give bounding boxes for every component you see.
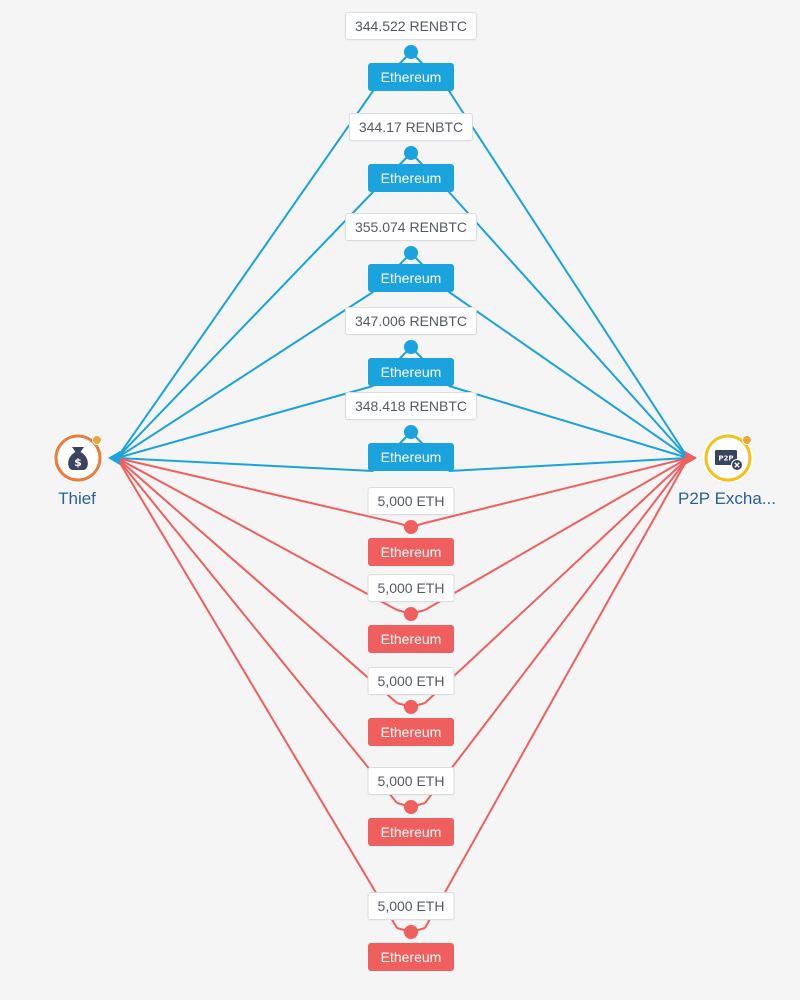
edge-in-9[interactable] — [116, 457, 398, 804]
edge-in-10[interactable] — [116, 457, 398, 929]
transfer-amount-label[interactable]: 5,000 ETH — [367, 767, 455, 795]
exchange-node[interactable]: P2P — [703, 433, 753, 483]
junction-dot-2[interactable] — [404, 146, 418, 160]
transfer-amount-label[interactable]: 5,000 ETH — [367, 574, 455, 602]
edge-out-2[interactable] — [448, 191, 689, 459]
junction-dot-5[interactable] — [404, 425, 418, 439]
junction-dot-7[interactable] — [404, 607, 418, 621]
edge-in-6[interactable] — [116, 457, 398, 524]
edge-out-4[interactable] — [448, 385, 689, 459]
edge-in-1[interactable] — [116, 90, 374, 459]
junction-dot-1[interactable] — [404, 45, 418, 59]
chain-badge-ethereum[interactable]: Ethereum — [368, 718, 454, 746]
transfer-amount-label[interactable]: 5,000 ETH — [367, 487, 455, 515]
edge-out-8[interactable] — [424, 457, 689, 704]
chain-badge-ethereum[interactable]: Ethereum — [368, 625, 454, 653]
thief-label[interactable]: Thief — [58, 489, 96, 508]
edge-in-5[interactable] — [116, 457, 374, 472]
transfer-amount-label[interactable]: 5,000 ETH — [367, 667, 455, 695]
edge-out-5[interactable] — [448, 457, 689, 472]
exchange-label[interactable]: P2P Excha... — [678, 489, 776, 508]
edge-out-1[interactable] — [448, 90, 689, 459]
money-bag-icon-glyph: $ — [74, 456, 82, 469]
chain-badge-ethereum[interactable]: Ethereum — [368, 164, 454, 192]
edge-in-2[interactable] — [116, 191, 374, 459]
edge-out-7[interactable] — [424, 457, 689, 611]
edge-out-3[interactable] — [448, 291, 689, 459]
chain-badge-ethereum[interactable]: Ethereum — [368, 443, 454, 471]
p2p-icon-glyph: P2P — [718, 455, 733, 463]
thief-node[interactable]: $ — [53, 433, 103, 483]
transfer-amount-label[interactable]: 348.418 RENBTC — [344, 392, 478, 420]
junction-dot-3[interactable] — [404, 246, 418, 260]
chain-badge-ethereum[interactable]: Ethereum — [368, 63, 454, 91]
chain-badge-ethereum[interactable]: Ethereum — [368, 538, 454, 566]
money-bag-icon: $ — [54, 434, 102, 482]
transfer-amount-label[interactable]: 344.522 RENBTC — [344, 12, 478, 40]
junction-dot-6[interactable] — [404, 520, 418, 534]
transfer-amount-label[interactable]: 355.074 RENBTC — [344, 213, 478, 241]
junction-dot-9[interactable] — [404, 800, 418, 814]
junction-dot-4[interactable] — [404, 340, 418, 354]
exchange-status-dot — [742, 435, 752, 445]
chain-badge-ethereum[interactable]: Ethereum — [368, 943, 454, 971]
chain-badge-ethereum[interactable]: Ethereum — [368, 818, 454, 846]
edge-in-8[interactable] — [116, 457, 398, 704]
transfer-amount-label[interactable]: 5,000 ETH — [367, 892, 455, 920]
transfer-amount-label[interactable]: 347.006 RENBTC — [344, 307, 478, 335]
edge-in-3[interactable] — [116, 291, 374, 459]
junction-dot-8[interactable] — [404, 700, 418, 714]
transfer-amount-label[interactable]: 344.17 RENBTC — [348, 113, 474, 141]
p2p-exchange-icon: P2P — [704, 434, 752, 482]
chain-badge-ethereum[interactable]: Ethereum — [368, 264, 454, 292]
chain-badge-ethereum[interactable]: Ethereum — [368, 358, 454, 386]
edge-in-4[interactable] — [116, 385, 374, 459]
edge-out-10[interactable] — [424, 457, 689, 929]
edge-in-7[interactable] — [116, 457, 398, 611]
edge-out-6[interactable] — [424, 457, 689, 524]
exchange-arrowhead-icon — [685, 451, 697, 465]
thief-status-dot — [92, 435, 102, 445]
junction-dot-10[interactable] — [404, 925, 418, 939]
edge-out-9[interactable] — [424, 457, 689, 804]
thief-arrowhead-icon — [108, 451, 120, 465]
